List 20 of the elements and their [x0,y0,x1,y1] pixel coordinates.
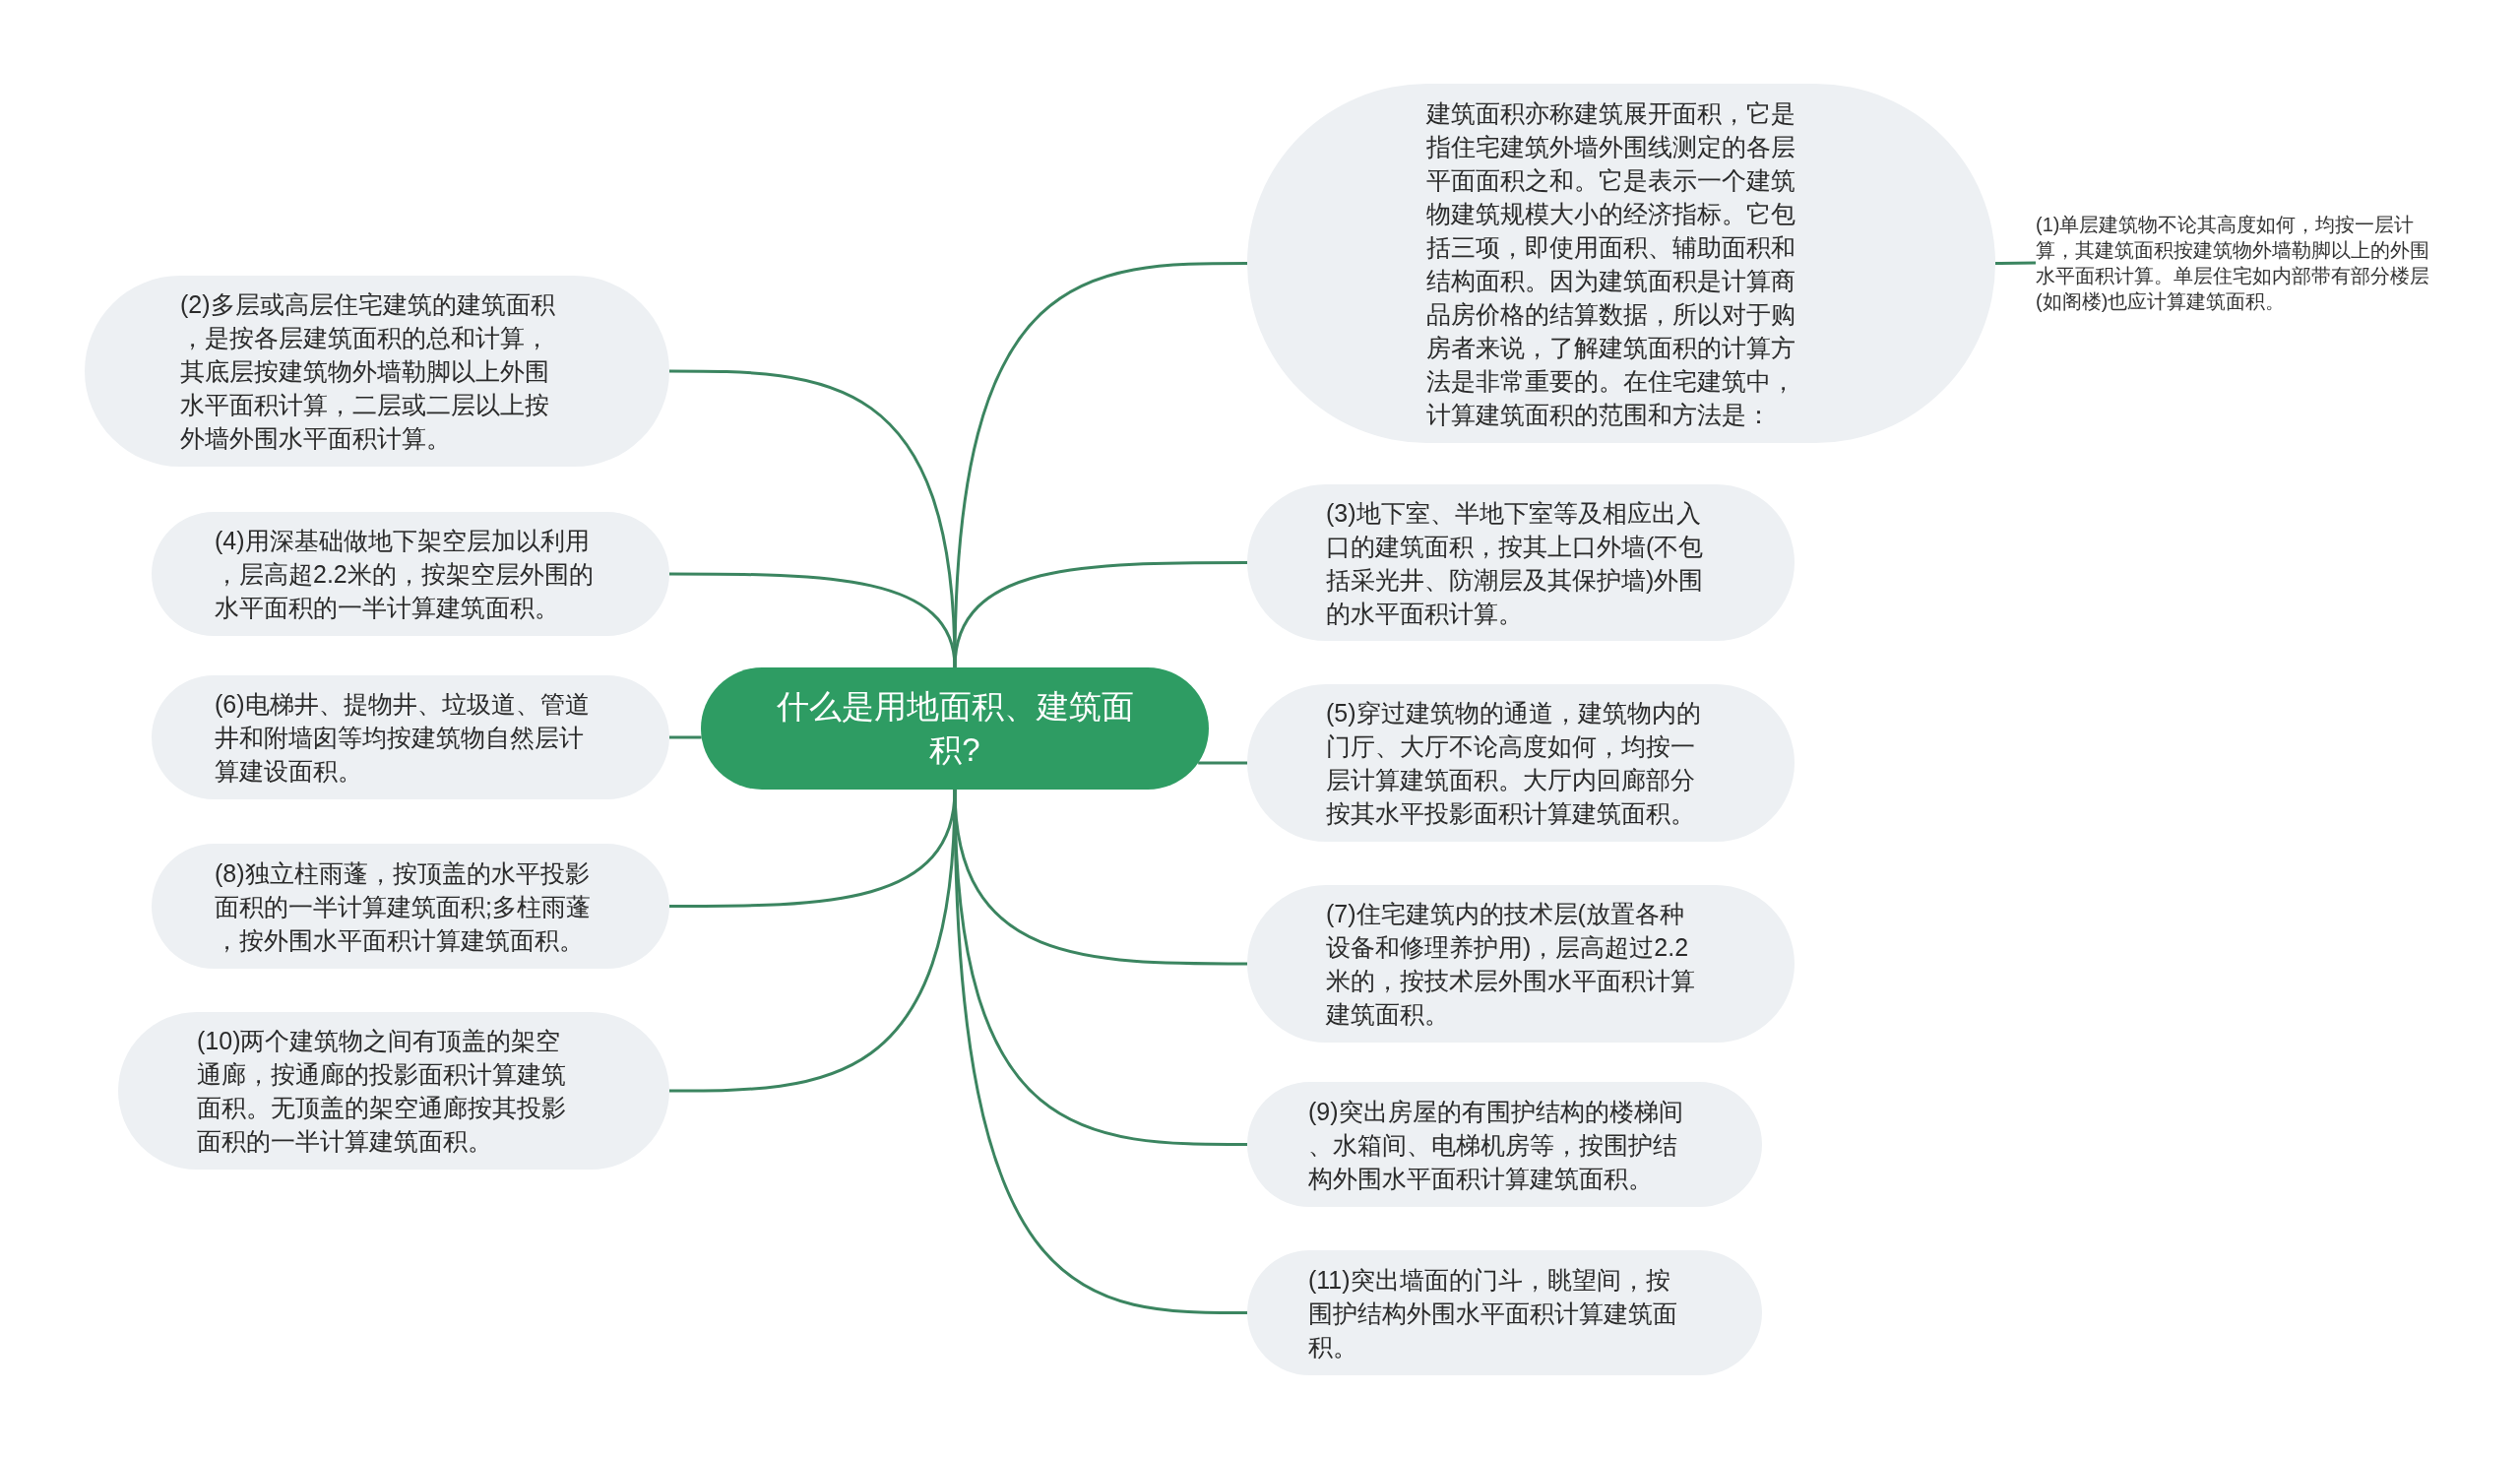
connector-line [669,735,702,739]
topic-text: (6)电梯井、提物井、垃圾道、管道井和附墙囱等均按建筑物自然层计算建设面积。 [215,689,591,787]
topic-text: (10)两个建筑物之间有顶盖的架空通廊，按通廊的投影面积计算建筑面积。无顶盖的架空通廊按其投影面积的一半计算建筑面积。 [197,1026,567,1157]
topic-text: (3)地下室、半地下室等及相应出入口的建筑面积，按其上口外墙(不包括采光井、防潮层及其保护墙)外围的水平面积计算。 [1326,497,1705,629]
topic-text: (9)突出房屋的有围护结构的楼梯间、水箱间、电梯机房等，按围护结构外围水平面积计算建筑面积。 [1308,1096,1684,1194]
connector-line [669,789,957,1093]
topic-text: (5)穿过建筑物的通道，建筑物内的门厅、大厅不论高度如何，均按一层计算建筑面积。大厅内回廊部分按其水平投影面积计算建筑面积。 [1326,698,1702,829]
topic-text: (8)独立柱雨蓬，按顶盖的水平投影面积的一半计算建筑面积;多柱雨蓬，按外围水平面积计算建筑面积。 [215,857,592,956]
topic-text: 建筑面积亦称建筑展开面积，它是指住宅建筑外墙外围线测定的各层平面面积之和。它是表示一个建筑物建筑规模大小的经济指标。它包括三项，即使用面积、辅助面积和结构面积。因为建筑面积是计算商品房价格的结算数据，所以对于购房者来说，了解建筑面积的计算方法是非常重要的。在住宅建筑中，计算建筑面积的范围和方法是： [1426,97,1796,430]
connector-line [1198,761,1247,765]
connector-line [953,789,1247,1314]
topic-text: (1)单层建筑物不论其高度如何，均按一层计算，其建筑面积按建筑物外墙勒脚以上的外围水平面积计算。单层住宅如内部带有部分楼层(如阁楼)也应计算建筑面积。 [2036,212,2431,314]
topic-text: (7)住宅建筑内的技术层(放置各种设备和修理养护用)，层高超过2.2米的，按技术层外围水平面积计算建筑面积。 [1326,899,1696,1030]
topic-title: 什么是用地面积、建筑面积? [775,687,1135,770]
topic-text: (4)用深基础做地下架空层加以利用，层高超2.2米的，按架空层外围的水平面积的一半计算建筑面积。 [215,526,595,623]
connector-line [1994,261,2037,265]
topic-text: (2)多层或高层住宅建筑的建筑面积，是按各层建筑面积的总和计算，其底层按建筑物外墙勒脚以上外围水平面积计算，二层或二层以上按外墙外围水平面积计算。 [180,289,556,454]
topic-text: (11)突出墙面的门斗，眺望间，按围护结构外围水平面积计算建筑面积。 [1308,1264,1678,1362]
connector-line [669,572,957,668]
connector-line [953,561,1247,668]
